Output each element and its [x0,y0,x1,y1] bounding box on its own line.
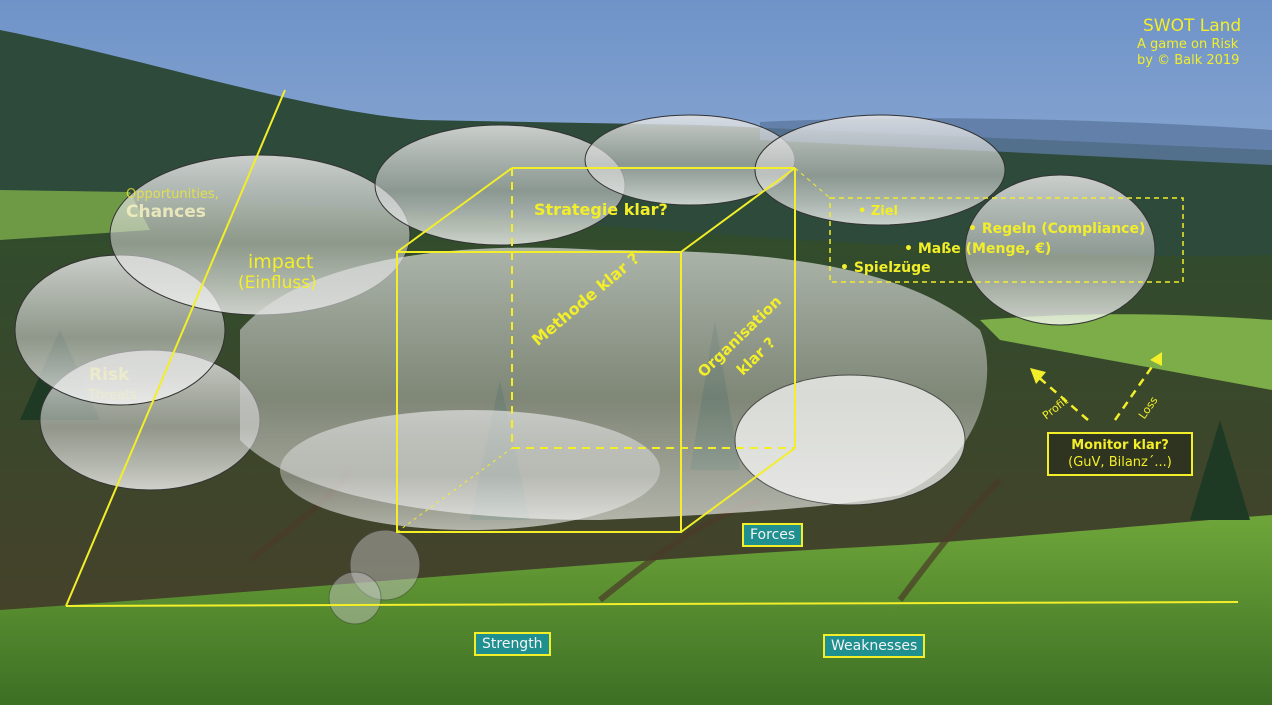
strength-tag: Strength [474,632,551,656]
list-item-spielzuege: • Spielzüge [840,260,931,276]
cube-hidden-diagonal [396,447,513,533]
forces-tag: Forces [742,523,804,547]
profit-arrow-head [1030,368,1046,384]
cloud-lower-center [280,410,660,530]
title: SWOT Land [1143,16,1242,36]
opportunities-label: Opportunities, [126,187,219,202]
risk-label: Risk [89,365,130,385]
einfluss-label: (Einfluss) [238,273,317,293]
chances-label: Chances [126,202,206,222]
cloud-top-1 [374,124,626,246]
threats-label: Threats [88,388,138,403]
diagonal-axis [65,89,286,607]
loss-arrow [1113,357,1160,421]
strategie-label: Strategie klar? [534,200,668,219]
monitor-detail: (GuV, Bilanz´...) [1068,455,1172,470]
subtitle: A game on Risk [1137,37,1239,52]
cloud-lower-right [734,374,966,506]
bubble-large [349,529,421,601]
bubble-small [328,571,382,625]
cube-edge-top-left [396,167,513,253]
horizontal-axis [65,601,1239,607]
list-item-label: Spielzüge [853,260,931,276]
weaknesses-tag: Weaknesses [823,634,926,658]
profit-arrow [1035,374,1089,421]
cube [396,167,831,533]
axes [65,89,1239,607]
cloud-right [964,174,1156,326]
list-item-label: Regeln (Compliance) [981,221,1146,237]
credit: by © Balk 2019 [1137,53,1240,68]
cube-edge-top-right [680,167,796,253]
cloud-group [14,114,1156,625]
loss-arrow-head [1150,352,1162,366]
list-item-regeln: • Regeln (Compliance) [968,221,1146,237]
monitor-title: Monitor klar? [1071,438,1169,453]
list-box [829,197,1184,283]
list-item-label: Ziel [870,204,898,219]
monitor-box: Monitor klar? (GuV, Bilanz´...) [1047,432,1193,476]
profit-loss-arrows [1035,357,1160,421]
list-item-masse: • Maße (Menge, €) [904,241,1052,257]
cube-front-face [396,251,682,533]
cube-edge-bottom-right [680,447,796,533]
list-item-ziel: • Ziel [858,204,898,219]
list-item-label: Maße (Menge, €) [917,241,1052,257]
impact-label: impact [248,251,314,273]
